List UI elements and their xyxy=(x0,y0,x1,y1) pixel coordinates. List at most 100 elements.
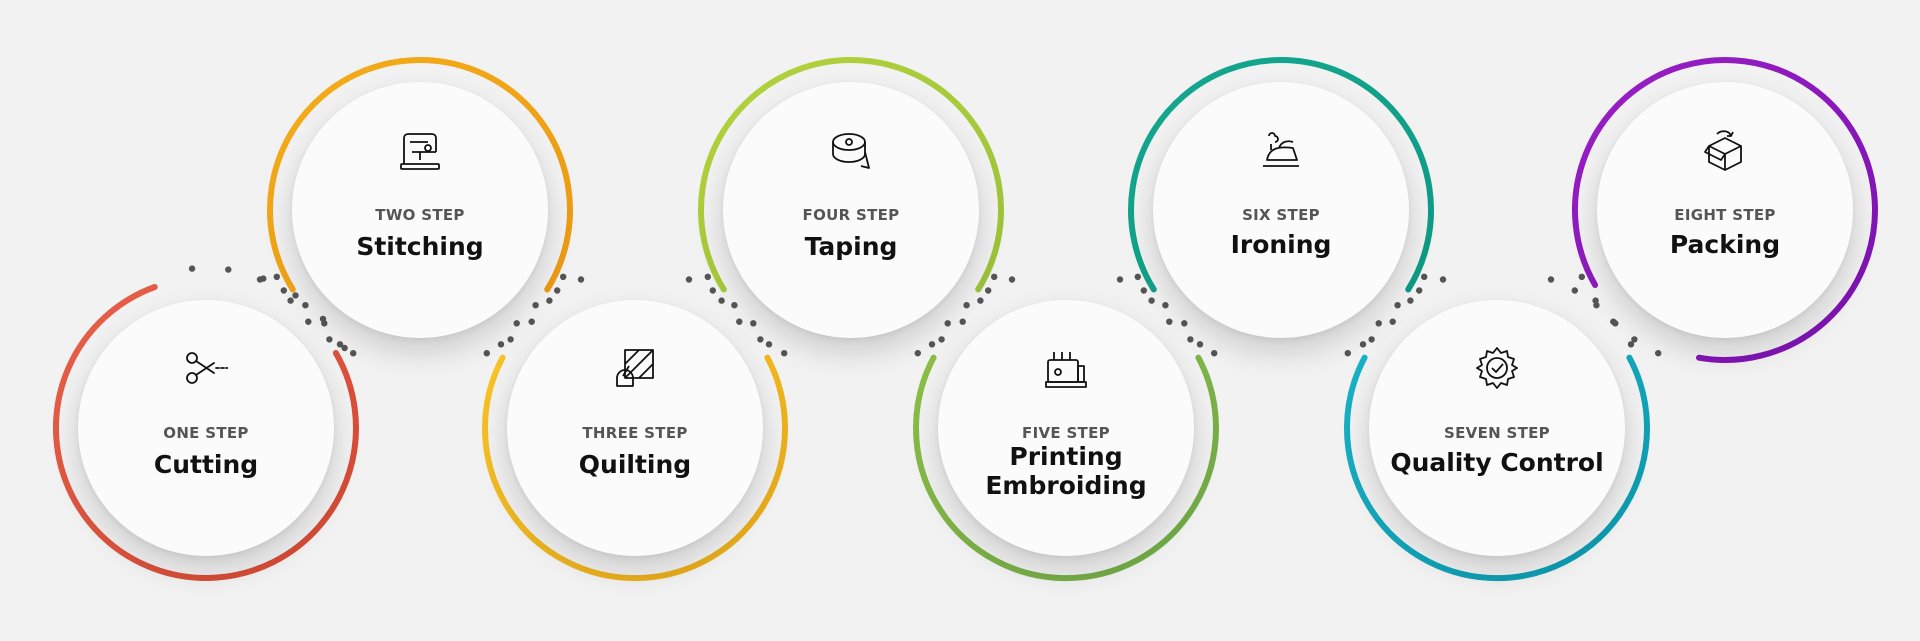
connector-dot xyxy=(704,273,711,280)
connector-dot xyxy=(1375,320,1382,327)
connector-dot xyxy=(685,276,693,283)
connector-dot xyxy=(1655,350,1662,357)
connector-dot xyxy=(1627,341,1635,348)
step-title: Stitching xyxy=(356,232,484,261)
measuring-tape-icon xyxy=(829,128,873,172)
scissors-icon xyxy=(184,346,228,390)
connector-dot xyxy=(497,341,505,348)
step-arc xyxy=(698,57,1004,293)
step-number: EIGHT STEP xyxy=(1674,206,1776,224)
box-icon xyxy=(1703,128,1747,172)
step-number: TWO STEP xyxy=(375,206,465,224)
connector-dot xyxy=(938,336,945,343)
connector-dot xyxy=(1439,276,1447,283)
connector-dot xyxy=(944,320,951,327)
connector-dot xyxy=(546,297,553,304)
connector-dot xyxy=(1187,336,1194,343)
connector-dot xyxy=(350,350,357,357)
step-taping: FOUR STEP Taping xyxy=(723,82,979,338)
step-arc xyxy=(52,284,359,581)
step-number: SEVEN STEP xyxy=(1444,424,1550,442)
connector-dot xyxy=(1211,350,1218,357)
connector-dot xyxy=(718,297,725,304)
connector-dot xyxy=(985,287,992,294)
step-title: Quilting xyxy=(578,450,692,479)
connector-dot xyxy=(709,287,716,294)
step-arc xyxy=(1572,56,1878,363)
step-arc xyxy=(482,354,788,582)
step-title: Ironing xyxy=(1230,230,1332,259)
step-arc xyxy=(1344,354,1650,582)
step-printing-embroiding: FIVE STEP Printing Embroiding xyxy=(938,300,1194,556)
embroidery-machine-icon xyxy=(1044,346,1088,390)
connector-dot xyxy=(750,320,757,327)
connector-dot xyxy=(287,297,294,304)
connector-dot xyxy=(1421,273,1428,280)
connector-dot xyxy=(1140,287,1148,294)
step-title: Quality Control xyxy=(1390,448,1604,477)
connector-dot xyxy=(321,320,328,327)
step-arc xyxy=(1128,57,1434,293)
connector-dot xyxy=(554,287,561,294)
connector-dot xyxy=(991,273,998,280)
connector-dot xyxy=(305,318,312,325)
step-quality-control: SEVEN STEP Quality Control xyxy=(1369,300,1625,556)
sewing-machine-icon xyxy=(398,128,442,172)
connector-dot xyxy=(341,344,348,352)
connector-dot xyxy=(1416,287,1423,294)
connector-dot xyxy=(1578,273,1586,280)
connector-dot xyxy=(577,276,585,283)
connector-dot xyxy=(1547,276,1555,283)
connector-dot xyxy=(273,273,280,280)
connector-dot xyxy=(1166,318,1173,325)
step-arc xyxy=(267,57,573,293)
connector-dot xyxy=(280,287,287,294)
iron-icon xyxy=(1259,128,1303,172)
connector-dot xyxy=(731,302,738,309)
connector-dot xyxy=(1592,297,1599,304)
connector-dot xyxy=(292,292,299,299)
connector-dot xyxy=(1196,341,1204,348)
connector-dot xyxy=(781,350,788,357)
connector-dot xyxy=(757,336,764,343)
connector-dot xyxy=(532,302,539,309)
quilt-icon xyxy=(613,346,657,390)
connector-dot xyxy=(1148,297,1155,304)
step-ironing: SIX STEP Ironing xyxy=(1153,82,1409,338)
connector-dot xyxy=(1359,341,1367,348)
step-title: Printing Embroiding xyxy=(985,442,1147,500)
gear-check-icon xyxy=(1475,346,1519,390)
connector-dot xyxy=(914,350,921,357)
connector-dot xyxy=(256,276,264,283)
step-title: Packing xyxy=(1669,230,1781,259)
step-number: THREE STEP xyxy=(582,424,688,442)
connector-dot xyxy=(1610,318,1617,325)
connector-dot xyxy=(560,273,567,280)
connector-dot xyxy=(1407,297,1414,304)
connector-dot xyxy=(483,350,490,357)
connector-dot xyxy=(1394,302,1401,309)
connector-dot xyxy=(1008,276,1016,283)
connector-dot xyxy=(765,341,773,348)
step-quilting: THREE STEP Quilting xyxy=(507,300,763,556)
connector-dot xyxy=(528,318,535,325)
connector-dot xyxy=(1571,287,1579,294)
step-title: Cutting xyxy=(153,450,259,479)
connector-dot xyxy=(507,336,514,343)
connector-dot xyxy=(736,318,743,325)
step-number: ONE STEP xyxy=(163,424,249,442)
step-cutting: ONE STEP Cutting xyxy=(78,300,334,556)
step-arc xyxy=(913,354,1219,582)
connector-dot xyxy=(188,265,196,272)
connector-dot xyxy=(1344,350,1352,357)
connector-dot xyxy=(1368,336,1375,343)
connector-dot xyxy=(225,266,232,273)
connector-dot xyxy=(1181,320,1188,327)
connector-dot xyxy=(1631,336,1638,343)
connector-dot xyxy=(1134,273,1142,280)
connector-dot xyxy=(959,318,966,325)
connector-dot xyxy=(1116,276,1124,283)
connector-dot xyxy=(326,336,333,343)
